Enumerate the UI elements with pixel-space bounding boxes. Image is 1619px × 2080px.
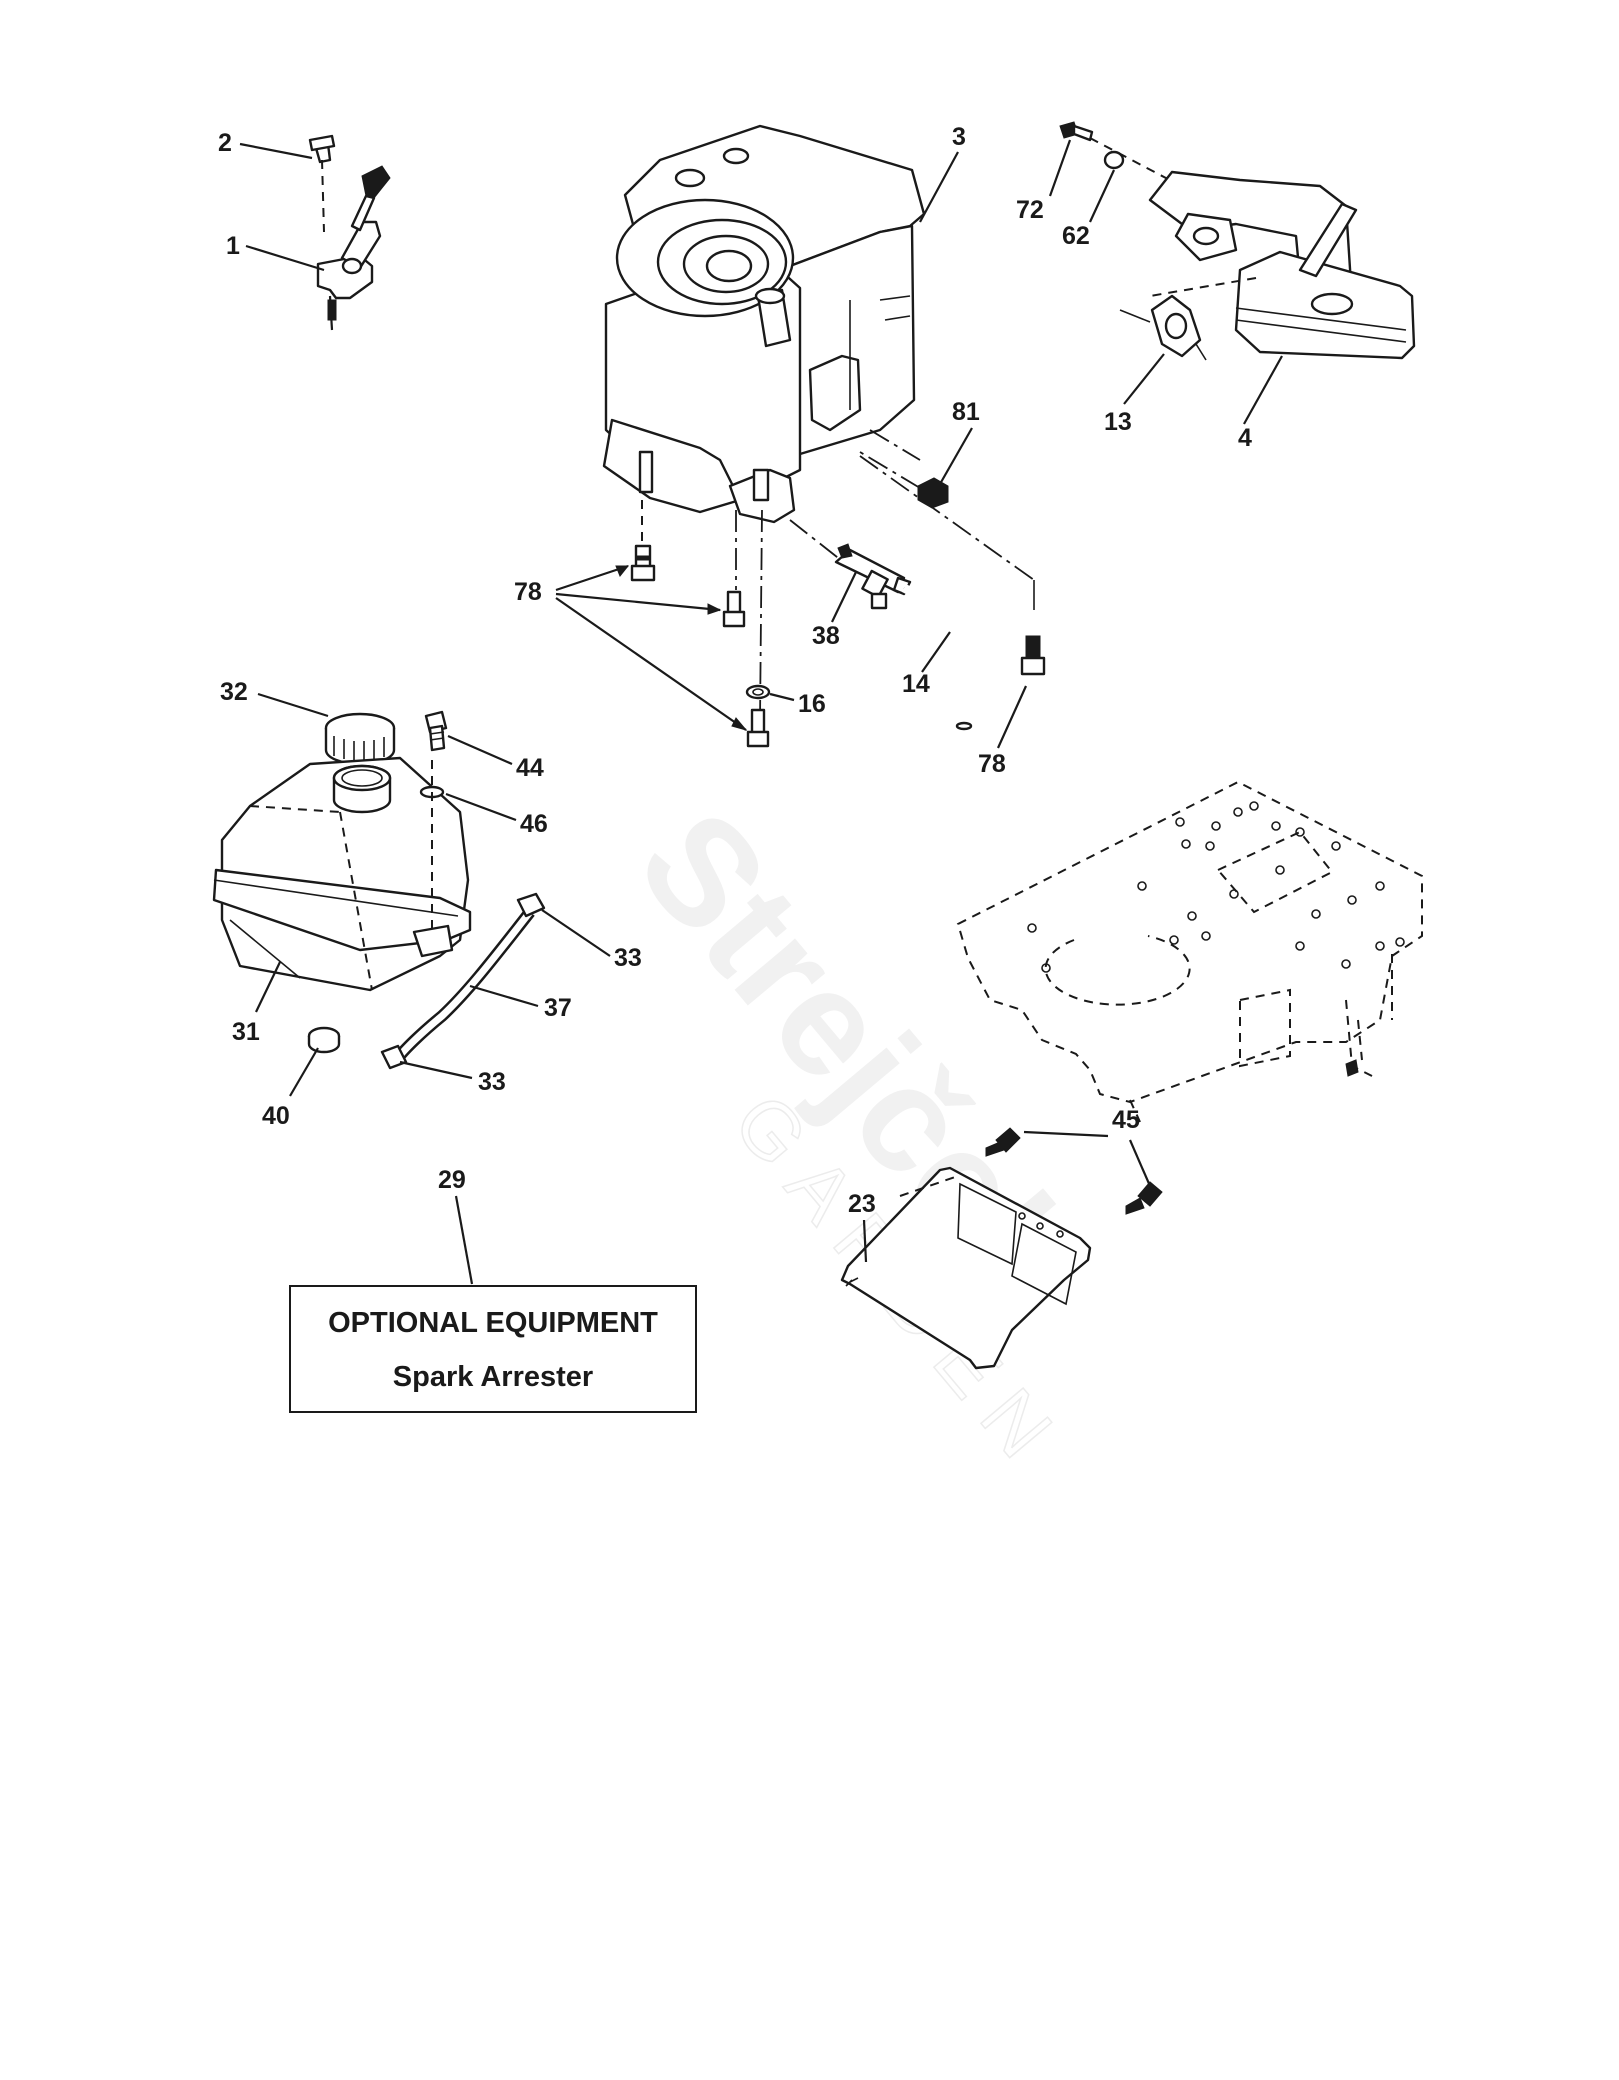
callout-81: 81 [939,398,980,485]
fuel-valve [834,543,912,610]
callout-81-label: 81 [952,398,980,426]
callout-2: 2 [218,129,313,160]
engine [602,124,1035,721]
callout-29-label: 29 [438,1166,466,1194]
optional-equipment-subtitle: Spark Arrester [393,1361,593,1393]
callout-38-label: 38 [812,622,840,650]
callout-4: 4 [1238,355,1283,452]
callout-16-label: 16 [798,690,826,718]
callout-78-left: 78 [514,564,748,731]
callout-23-label: 23 [848,1190,876,1218]
callout-32: 32 [220,678,329,718]
callout-29: 29 [438,1166,474,1285]
callout-46: 46 [445,792,548,838]
callout-78-left-label: 78 [514,578,542,606]
callout-72-label: 72 [1016,196,1044,224]
callout-37: 37 [469,984,572,1022]
screws-45 [985,1127,1163,1215]
callout-33-bottom: 33 [399,1060,506,1096]
callout-33-top: 33 [541,909,642,972]
callout-37-label: 37 [544,994,572,1022]
exhaust-nut [859,451,949,509]
engine-bolts [630,544,1046,748]
callout-33-bottom-label: 33 [478,1068,506,1096]
callout-23: 23 [848,1190,876,1263]
callout-40-label: 40 [262,1102,290,1130]
callout-31-label: 31 [232,1018,260,1046]
callout-1: 1 [226,232,325,272]
optional-equipment-title: OPTIONAL EQUIPMENT [328,1307,658,1339]
callout-4-label: 4 [1238,424,1252,452]
tank-bolt [419,710,448,930]
spark-arrester-plate [840,1166,1092,1370]
callout-44: 44 [447,734,544,782]
callout-40: 40 [262,1047,319,1130]
throttle-control [308,134,391,331]
optional-equipment-box: OPTIONAL EQUIPMENT Spark Arrester [289,1285,697,1413]
callout-72: 72 [1016,139,1072,224]
callout-62: 62 [1062,169,1115,250]
lock-washer [745,684,771,700]
callout-13-label: 13 [1104,408,1132,436]
callout-1-label: 1 [226,232,240,260]
callout-3: 3 [919,123,966,223]
callout-14: 14 [902,631,951,698]
callout-45: 45 [1023,1106,1152,1187]
callout-32-label: 32 [220,678,248,706]
exhaust-bolt [1059,121,1201,197]
fuel-tank [212,712,472,992]
callout-44-label: 44 [516,754,544,782]
callout-2-label: 2 [218,129,232,157]
callout-38: 38 [812,571,857,650]
callout-46-label: 46 [520,810,548,838]
callout-13: 13 [1104,353,1165,436]
callout-31: 31 [232,961,281,1046]
callout-62-label: 62 [1062,222,1090,250]
callout-16: 16 [769,690,826,718]
callout-3-label: 3 [952,123,966,151]
tank-hose [380,892,546,1070]
callout-45-label: 45 [1112,1106,1140,1134]
callout-14-label: 14 [902,670,930,698]
fuel-hose [902,583,973,731]
callout-33-top-label: 33 [614,944,642,972]
grommet [307,1026,341,1054]
exhaust-gasket [1119,294,1207,361]
callout-78-right-label: 78 [978,750,1006,778]
callout-78-right: 78 [978,685,1028,778]
muffler [1148,170,1416,360]
frame [956,780,1423,1123]
